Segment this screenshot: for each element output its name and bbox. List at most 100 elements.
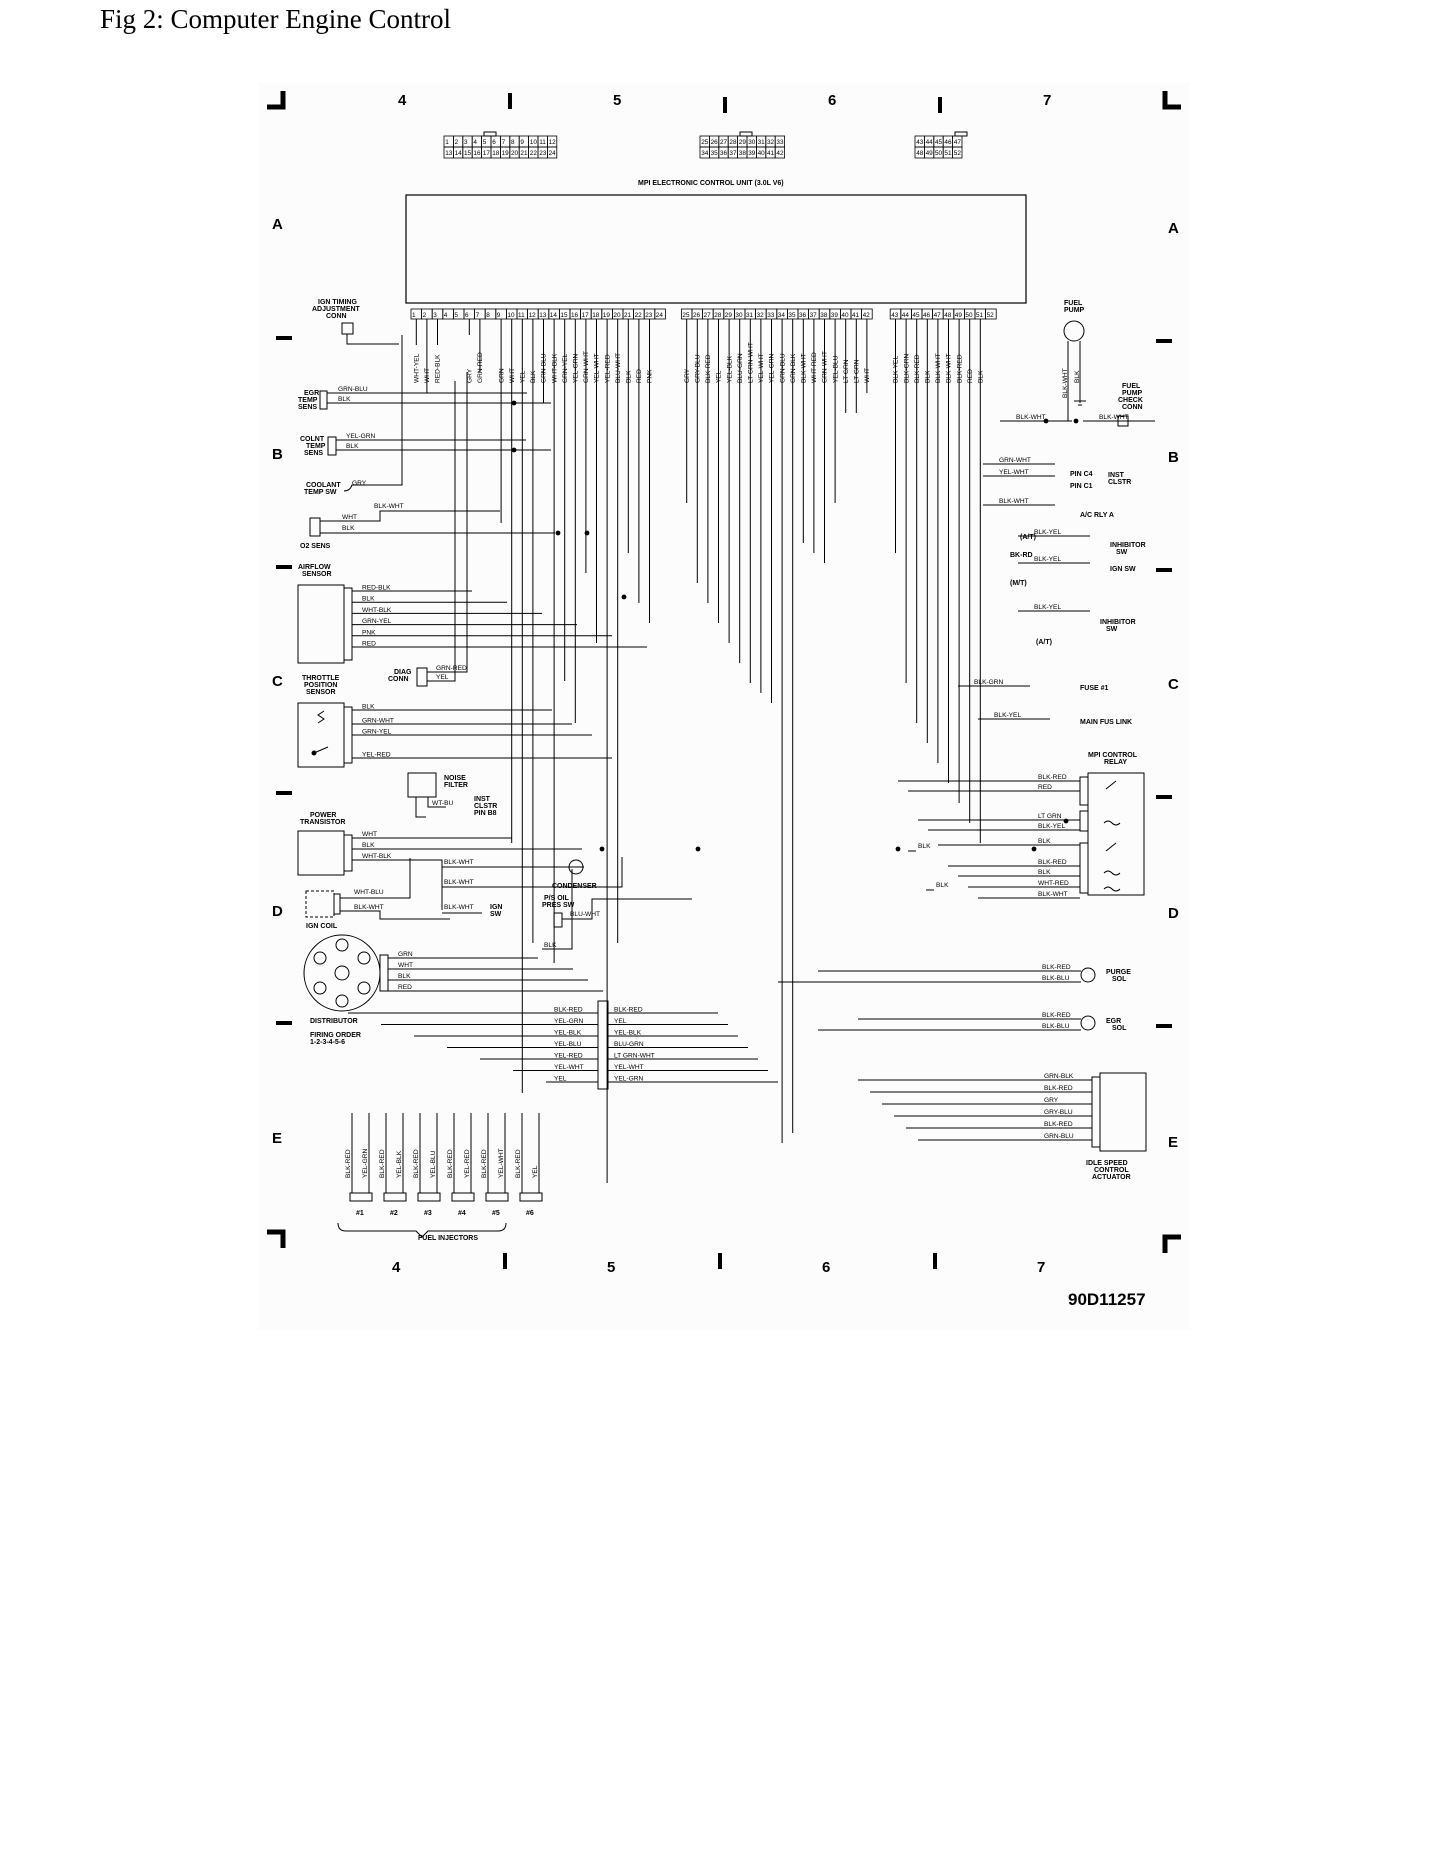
inj-left-label: YEL-BLU: [554, 1041, 582, 1048]
ecu-terminal-pin: 49: [955, 312, 963, 319]
ecu-wire-color: WHT-RED: [811, 352, 818, 383]
svg-text:BLK: BLK: [362, 842, 375, 849]
ecu-wire-color: BLK-WHT: [946, 353, 953, 383]
tps-wire-label: GRN-YEL: [362, 729, 392, 736]
ecu-terminal-pin: 12: [529, 312, 537, 319]
right-wire-label: YEL-WHT: [999, 469, 1029, 476]
svg-text:1-2-3-4-5-6: 1-2-3-4-5-6: [310, 1039, 345, 1046]
airflow-wire-label: WHT-BLK: [362, 607, 392, 614]
isc-wire-label: GRN-BLU: [1044, 1133, 1074, 1140]
ecu-wire-color: BLK: [626, 370, 633, 383]
ecu-terminal-pin: 44: [902, 312, 910, 319]
svg-text:O2 SENS: O2 SENS: [300, 543, 331, 550]
svg-text:BLK-WHT: BLK-WHT: [374, 503, 404, 510]
purge-wire-label: BLK-BLU: [1042, 975, 1070, 982]
ecu-terminal-pin: 35: [788, 312, 796, 319]
ecu-wire-color: GRN: [498, 368, 505, 383]
ecu-wire-color: GRN-BLU: [779, 353, 786, 383]
svg-text:RELAY: RELAY: [1104, 759, 1127, 766]
ecu-wire-color: GRY: [684, 368, 691, 383]
svg-text:WHT-BLU: WHT-BLU: [354, 889, 384, 896]
svg-text:BLK-WHT: BLK-WHT: [444, 904, 474, 911]
center-switches: BLK-WHT BLK-WHT CONDENSER BLK-WHT IGN SW…: [442, 857, 692, 950]
ecu-terminal-cell: [985, 308, 997, 320]
svg-text:INST: INST: [474, 796, 491, 803]
junction-dot: [511, 400, 517, 406]
ecu-connector-pin: 31: [758, 139, 766, 146]
svg-text:BLK: BLK: [338, 396, 351, 403]
relay-wire-label: BLK-RED: [1038, 859, 1067, 866]
ecu-terminal-cell: [654, 308, 666, 320]
ecu-connector-pin: 15: [464, 150, 472, 157]
ign-coil: WHT-BLU BLK-WHT IGN COIL: [305, 858, 450, 930]
relay-wire-label: BLK: [1038, 869, 1051, 876]
ecu-terminal-pin: 2: [423, 312, 427, 319]
junction-dot: [584, 530, 590, 536]
svg-text:PIN C4: PIN C4: [1070, 471, 1093, 478]
svg-text:TRANSISTOR: TRANSISTOR: [300, 819, 345, 826]
airflow-wire-label: BLK: [362, 596, 375, 603]
svg-text:FILTER: FILTER: [444, 782, 468, 789]
junction-dot: [1063, 818, 1069, 824]
ecu-terminal-pin: 20: [613, 312, 621, 319]
ecu-connector-pin: 40: [758, 150, 766, 157]
svg-text:NOISE: NOISE: [444, 775, 466, 782]
svg-text:INHIBITOR: INHIBITOR: [1100, 619, 1136, 626]
inj-right-label: BLK-RED: [614, 1007, 643, 1014]
ecu-title: MPI ELECTRONIC CONTROL UNIT (3.0L V6): [638, 180, 784, 187]
ecu-connector-pin: 8: [511, 139, 515, 146]
connector-latch: [483, 131, 497, 137]
distributor: GRN WHT BLK RED DISTRIBUTOR FIRING ORDER…: [303, 934, 603, 1046]
svg-text:(M/T): (M/T): [1010, 580, 1027, 587]
injector-connector: [519, 1192, 543, 1202]
ecu-connector-pin: 46: [944, 139, 952, 146]
injector-wire-label: BLK-RED: [447, 1149, 454, 1178]
svg-text:CLSTR: CLSTR: [1108, 479, 1131, 486]
ecu-connector-pin: 38: [739, 150, 747, 157]
svg-text:IGN: IGN: [490, 904, 502, 911]
svg-text:SENS: SENS: [304, 450, 323, 457]
junction-dot: [555, 530, 561, 536]
svg-text:PIN B8: PIN B8: [474, 810, 497, 817]
svg-text:EGR: EGR: [1106, 1018, 1121, 1025]
relay-wire-label: RED: [1038, 784, 1052, 791]
ecu-connector-pin: 21: [520, 150, 528, 157]
ecu-terminal-pin: 21: [624, 312, 632, 319]
ecu-terminal-pin: 24: [656, 312, 664, 319]
inj-right-label: LT GRN-WHT: [614, 1053, 655, 1060]
grid-col-5b: 5: [607, 1259, 615, 1276]
ecu-terminal-pin: 4: [444, 312, 448, 319]
svg-text:CLSTR: CLSTR: [474, 803, 497, 810]
injector-number: #2: [390, 1210, 398, 1217]
purge-wire-label: BLK-RED: [1042, 964, 1071, 971]
isc-wire-label: BLK-RED: [1044, 1121, 1073, 1128]
ecu-connector-pin: 24: [549, 150, 557, 157]
ecu-body: [405, 194, 1027, 304]
ecu-terminal-pin: 52: [987, 312, 995, 319]
ecu-connector-pin: 9: [520, 139, 524, 146]
svg-text:BLU-WHT: BLU-WHT: [570, 911, 600, 918]
ecu-wire-color: YEL-BLU: [832, 355, 839, 383]
svg-text:SOL: SOL: [1112, 976, 1127, 983]
ecu-wire-color: YEL-GRN: [769, 353, 776, 383]
inj-right-label: YEL-GRN: [614, 1076, 644, 1083]
grid-row-c-r: C: [1168, 676, 1179, 693]
injector-wire-label: YEL: [532, 1165, 539, 1178]
ecu-connector-cell: [952, 146, 963, 159]
ecu-connector-pin: 10: [530, 139, 538, 146]
svg-text:FUSE #1: FUSE #1: [1080, 685, 1109, 692]
ecu-terminal-pin: 1: [412, 312, 416, 319]
ecu-connector-pin: 35: [711, 150, 719, 157]
svg-text:CONN: CONN: [388, 676, 409, 683]
junction-dot: [599, 846, 605, 852]
ecu-wire-color: YEL-BLK: [726, 355, 733, 383]
inj-left-label: YEL-RED: [554, 1053, 583, 1060]
ecu-wire-color: LT GRN: [854, 359, 861, 383]
ecu-terminal-pin: 19: [603, 312, 611, 319]
diag-conn: DIAG CONN GRN-RED YEL: [388, 372, 468, 687]
connector-latch: [739, 131, 753, 137]
ecu-wire-color: WHT: [424, 368, 431, 383]
ecu-wire-color: BLK: [978, 370, 985, 383]
injector-connector: [383, 1192, 407, 1202]
